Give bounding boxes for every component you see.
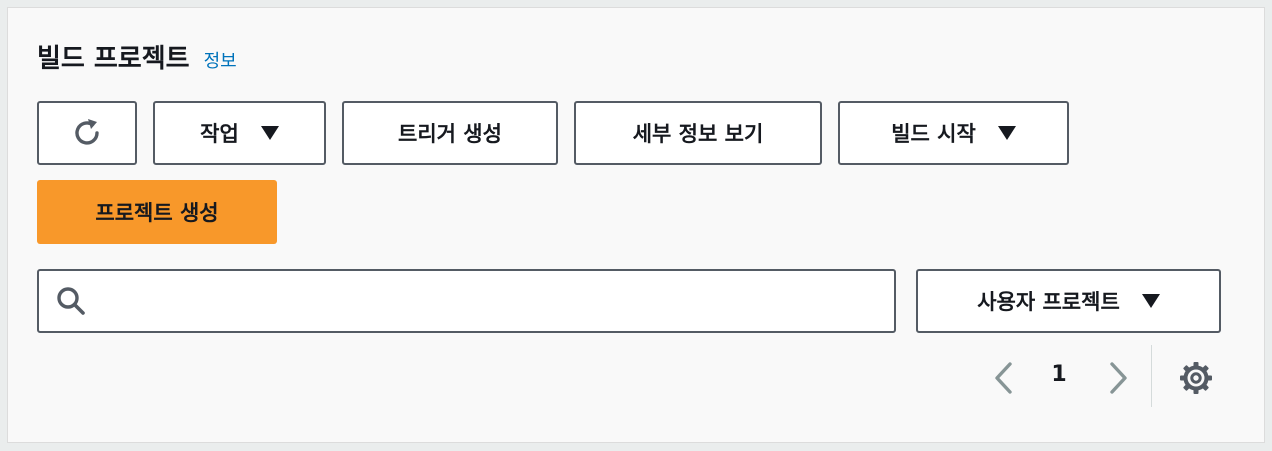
start-build-button[interactable]: 빌드 시작 (838, 101, 1069, 165)
start-build-label: 빌드 시작 (891, 122, 976, 146)
actions-label: 작업 (200, 122, 239, 146)
caret-down-icon (260, 126, 279, 140)
page-title: 빌드 프로젝트 (37, 44, 190, 74)
caret-down-icon (1141, 294, 1160, 308)
page-number[interactable]: 1 (1051, 362, 1067, 387)
search-box (37, 269, 896, 333)
create-project-label: 프로젝트 생성 (95, 201, 219, 225)
panel-header: 빌드 프로젝트 정보 (37, 38, 237, 75)
create-trigger-button[interactable]: 트리거 생성 (342, 101, 558, 165)
caret-down-icon (997, 126, 1016, 140)
refresh-icon (75, 119, 99, 145)
view-details-button[interactable]: 세부 정보 보기 (574, 101, 822, 165)
view-details-label: 세부 정보 보기 (632, 122, 764, 146)
chevron-left-icon[interactable] (990, 360, 1018, 396)
create-trigger-label: 트리거 생성 (398, 122, 502, 146)
gear-icon[interactable] (1178, 360, 1214, 396)
project-scope-value: 사용자 프로젝트 (977, 290, 1120, 314)
project-scope-select[interactable]: 사용자 프로젝트 (916, 269, 1221, 333)
pagination-divider (1151, 345, 1152, 407)
actions-button[interactable]: 작업 (153, 101, 326, 165)
refresh-button[interactable] (37, 101, 137, 165)
search-icon (57, 287, 85, 315)
info-link[interactable]: 정보 (203, 51, 237, 72)
search-input[interactable] (97, 271, 881, 333)
create-project-button[interactable]: 프로젝트 생성 (37, 180, 277, 244)
chevron-right-icon[interactable] (1104, 360, 1132, 396)
